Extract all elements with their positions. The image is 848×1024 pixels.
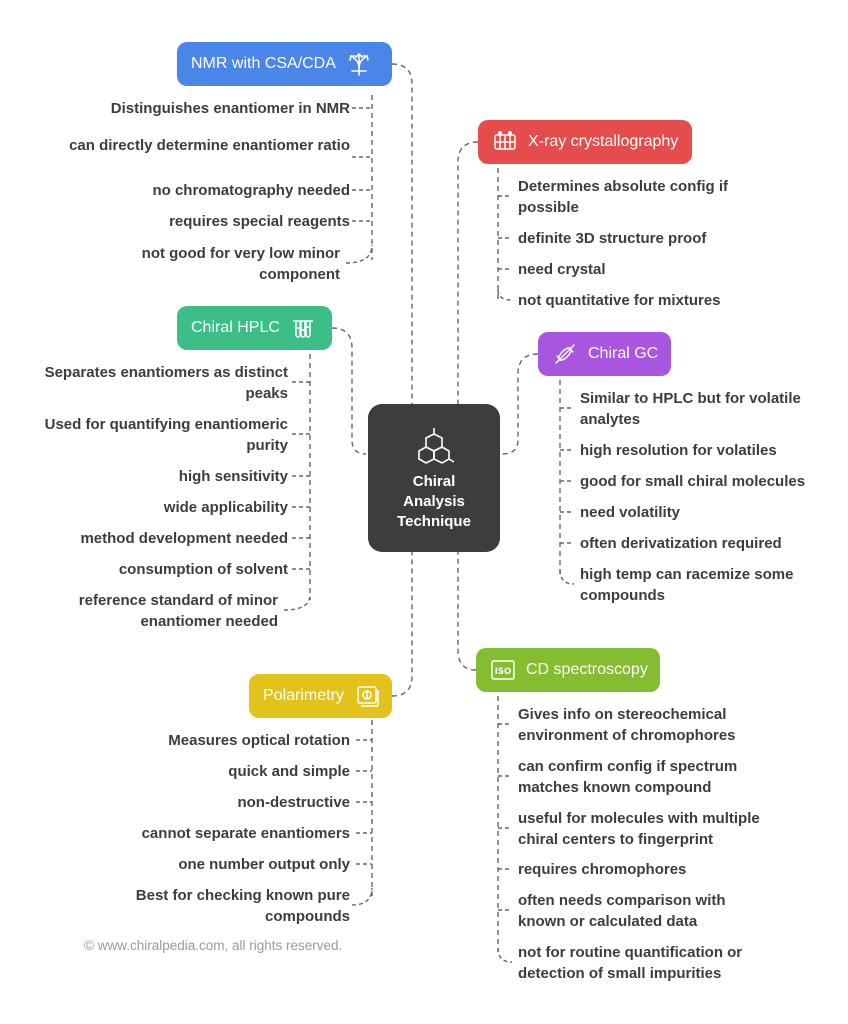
cd-item-1: Gives info on stereochemical environment… xyxy=(518,706,736,744)
gc-item-3: good for small chiral molecules xyxy=(580,473,806,490)
cd-item-6: not for routine quantification or detect… xyxy=(518,944,743,982)
polarimetry-item-5: one number output only xyxy=(178,856,350,873)
footer-copyright: © www.chiralpedia.com, all rights reserv… xyxy=(84,938,343,953)
gc-item-2: high resolution for volatiles xyxy=(580,442,777,459)
hplc-item-3: high sensitivity xyxy=(178,468,288,485)
branch-nmr[interactable]: NMR with CSA/CDA xyxy=(177,42,392,86)
iso-icon: ISO xyxy=(490,657,516,683)
hplc-item-5: method development needed xyxy=(80,530,288,547)
xray-item-4: not quantitative for mixtures xyxy=(518,292,721,309)
crystal-lattice-icon xyxy=(492,129,518,155)
cd-item-2: can confirm config if spectrum matches k… xyxy=(518,758,738,796)
center-title: Chiral Analysis Technique xyxy=(397,473,471,530)
nmr-item-2: can directly determine enantiomer ratio xyxy=(69,137,350,154)
polarimetry-item-6: Best for checking known pure compounds xyxy=(135,887,350,925)
test-tubes-icon xyxy=(290,315,316,341)
gc-item-6: high temp can racemize some compounds xyxy=(580,566,794,604)
branch-polarimetry[interactable]: Polarimetry xyxy=(249,674,392,718)
branch-gc[interactable]: Chiral GC xyxy=(538,332,671,376)
nmr-item-5: not good for very low minor component xyxy=(141,245,340,283)
nmr-item-1: Distinguishes enantiomer in NMR xyxy=(110,100,350,117)
xray-item-3: need crystal xyxy=(518,261,606,278)
branch-hplc-label: Chiral HPLC xyxy=(191,319,280,336)
molecule-icon xyxy=(418,428,455,464)
hplc-item-4: wide applicability xyxy=(163,499,288,516)
polarimetry-item-4: cannot separate enantiomers xyxy=(141,825,350,842)
branch-xray[interactable]: X-ray crystallography xyxy=(478,120,692,164)
branch-polarimetry-label: Polarimetry xyxy=(263,687,344,704)
column-icon xyxy=(552,341,578,367)
hplc-item-6: consumption of solvent xyxy=(118,561,288,578)
branch-xray-label: X-ray crystallography xyxy=(528,133,679,150)
hplc-item-2: Used for quantifying enantiomeric purity xyxy=(44,416,288,454)
cd-item-4: requires chromophores xyxy=(518,861,687,878)
cd-item-3: useful for molecules with multiple chira… xyxy=(518,810,760,848)
hplc-item-1: Separates enantiomers as distinct peaks xyxy=(44,364,288,402)
branch-nmr-label: NMR with CSA/CDA xyxy=(191,55,336,72)
gc-item-5: often derivatization required xyxy=(580,535,782,552)
branch-hplc[interactable]: Chiral HPLC xyxy=(177,306,332,350)
branch-gc-label: Chiral GC xyxy=(588,345,659,362)
nmr-item-4: requires special reagents xyxy=(169,213,350,230)
branch-cd-label: CD spectroscopy xyxy=(526,661,648,678)
svg-text:ISO: ISO xyxy=(495,667,512,677)
branch-cd[interactable]: ISO CD spectroscopy xyxy=(476,648,660,692)
xray-item-2: definite 3D structure proof xyxy=(518,230,707,247)
polarimeter-icon xyxy=(354,683,380,709)
xray-item-1: Determines absolute config if possible xyxy=(518,178,729,216)
hplc-item-7: reference standard of minor enantiomer n… xyxy=(78,592,278,630)
center-node: Chiral Analysis Technique xyxy=(368,404,500,552)
polarimetry-item-2: quick and simple xyxy=(228,763,350,780)
split-arrows-icon xyxy=(346,51,372,77)
cd-item-5: often needs comparison with known or cal… xyxy=(518,892,726,930)
nmr-item-3: no chromatography needed xyxy=(152,182,350,199)
polarimetry-item-3: non-destructive xyxy=(237,794,350,811)
polarimetry-item-1: Measures optical rotation xyxy=(168,732,350,749)
gc-item-4: need volatility xyxy=(580,504,681,521)
gc-item-1: Similar to HPLC but for volatile analyte… xyxy=(580,390,801,428)
